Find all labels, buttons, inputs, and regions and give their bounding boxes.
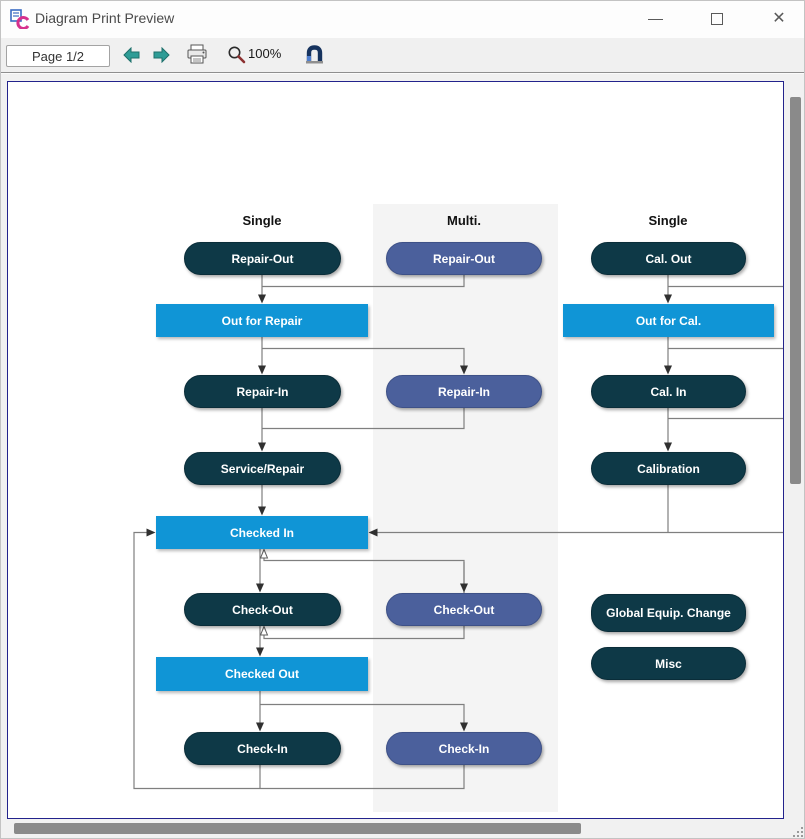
maximize-button[interactable] xyxy=(695,1,739,37)
node-check-in-multi: Check-In xyxy=(386,732,542,765)
toolbar-separator-highlight xyxy=(1,73,804,74)
edge-multirepairout-join xyxy=(262,275,465,288)
minimize-button[interactable] xyxy=(633,1,677,37)
print-icon[interactable] xyxy=(186,44,209,65)
node-repair-out-single: Repair-Out xyxy=(184,242,341,275)
node-global-equip-change: Global Equip. Change xyxy=(591,594,746,632)
node-out-for-cal: Out for Cal. xyxy=(563,304,774,337)
minimize-icon xyxy=(647,18,663,20)
node-cal-out: Cal. Out xyxy=(591,242,746,275)
edge-outforrepair-multirepairin xyxy=(262,347,468,375)
toolbar-separator xyxy=(1,72,804,73)
connector-layer xyxy=(133,275,783,790)
page-indicator-button[interactable]: Page 1/2 xyxy=(6,45,110,67)
preview-page: Single Multi. Single Repair-Out Repair-I… xyxy=(7,81,784,819)
node-out-for-repair: Out for Repair xyxy=(156,304,368,337)
resize-grip[interactable] xyxy=(791,825,804,838)
title-bar: Diagram Print Preview ✕ xyxy=(1,1,804,38)
node-repair-in-single: Repair-In xyxy=(184,375,341,408)
node-checked-in: Checked In xyxy=(156,516,368,549)
previous-page-icon[interactable] xyxy=(123,47,141,63)
close-button[interactable]: ✕ xyxy=(757,1,801,37)
maximize-icon xyxy=(711,13,723,25)
next-page-icon[interactable] xyxy=(152,47,170,63)
node-check-in-single: Check-In xyxy=(184,732,341,765)
app-icon xyxy=(10,9,30,29)
node-check-out-multi: Check-Out xyxy=(386,593,542,626)
column-header-single-left: Single xyxy=(242,213,282,228)
zoom-icon[interactable] xyxy=(227,45,246,64)
node-calibration: Calibration xyxy=(591,452,746,485)
vertical-scrollbar-thumb[interactable] xyxy=(790,97,801,484)
column-header-multi: Multi. xyxy=(447,213,481,228)
node-misc: Misc xyxy=(591,647,746,680)
edge-multirepairin-join xyxy=(262,408,465,430)
node-cal-in: Cal. In xyxy=(591,375,746,408)
multi-column-background xyxy=(373,204,558,812)
toolbar: Page 1/2 100% xyxy=(1,38,804,72)
node-repair-in-multi: Repair-In xyxy=(386,375,542,408)
edge-multicheckout-checkout-return xyxy=(264,626,465,640)
node-checked-out: Checked Out xyxy=(156,657,368,691)
horizontal-scrollbar-thumb[interactable] xyxy=(14,823,581,834)
close-icon: ✕ xyxy=(772,10,786,27)
column-header-single-right: Single xyxy=(648,213,688,228)
edge-loop-checkedin xyxy=(133,528,465,790)
edge-multicheckout-checkedin-return xyxy=(264,559,465,593)
node-service-repair: Service/Repair xyxy=(184,452,341,485)
node-check-out-single: Check-Out xyxy=(184,593,341,626)
vertical-scrollbar[interactable] xyxy=(785,81,804,819)
edge-checkedout-multicheckin xyxy=(260,703,468,732)
window-title: Diagram Print Preview xyxy=(35,10,175,26)
horizontal-scrollbar[interactable] xyxy=(1,819,804,838)
door-icon[interactable] xyxy=(305,44,324,65)
diagram-canvas: Single Multi. Single Repair-Out Repair-I… xyxy=(8,82,783,818)
node-repair-out-multi: Repair-Out xyxy=(386,242,542,275)
zoom-level-label: 100% xyxy=(248,46,282,61)
